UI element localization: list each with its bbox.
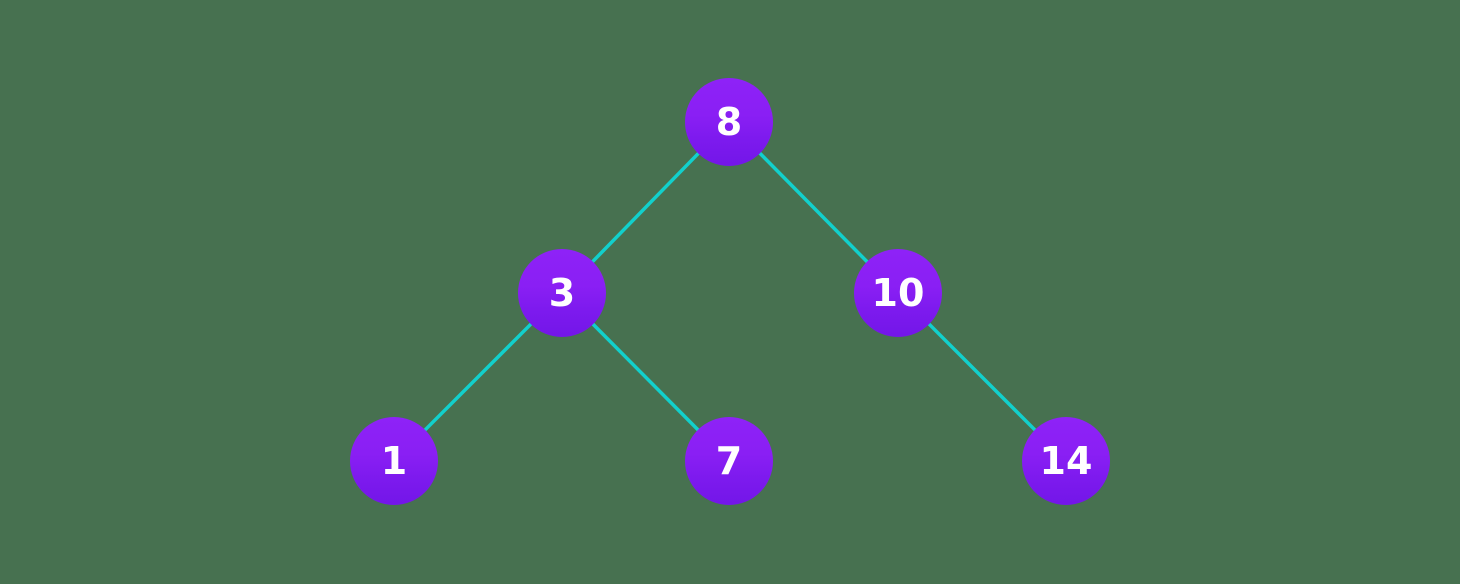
tree-node-8[interactable]: 8	[685, 78, 773, 166]
tree-edge-3-7	[590, 321, 701, 433]
tree-node-label: 3	[548, 271, 576, 315]
tree-edge-8-3	[590, 150, 701, 265]
tree-node-7[interactable]: 7	[685, 417, 773, 505]
tree-edge-10-14	[926, 321, 1038, 433]
tree-node-14[interactable]: 14	[1022, 417, 1110, 505]
tree-node-label: 10	[871, 271, 925, 315]
tree-node-label: 14	[1039, 439, 1093, 483]
tree-node-10[interactable]: 10	[854, 249, 942, 337]
tree-edge-8-10	[757, 150, 870, 265]
tree-edge-3-1	[422, 321, 534, 433]
tree-node-label: 7	[715, 439, 743, 483]
tree-node-label: 1	[380, 439, 408, 483]
tree-node-3[interactable]: 3	[518, 249, 606, 337]
tree-node-label: 8	[715, 100, 743, 144]
tree-node-1[interactable]: 1	[350, 417, 438, 505]
